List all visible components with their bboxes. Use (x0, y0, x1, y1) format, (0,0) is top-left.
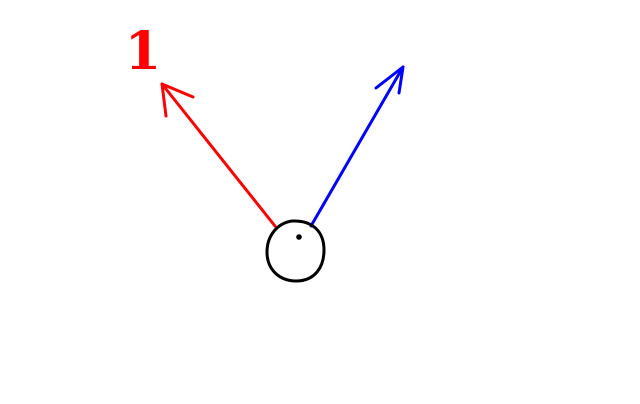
red-arrow-shaft (160, 82, 277, 228)
circle-outline (265, 219, 326, 283)
blue-arrow (309, 65, 405, 228)
blue-arrow-shaft (309, 65, 405, 228)
red-arrow-head (160, 82, 195, 118)
circle-object (265, 219, 326, 283)
red-arrow (160, 82, 277, 228)
red-label-text: 1 (125, 21, 161, 82)
red-label-1: 1 (125, 21, 161, 82)
blue-arrow-head (374, 65, 405, 95)
circle-dot (296, 234, 302, 240)
